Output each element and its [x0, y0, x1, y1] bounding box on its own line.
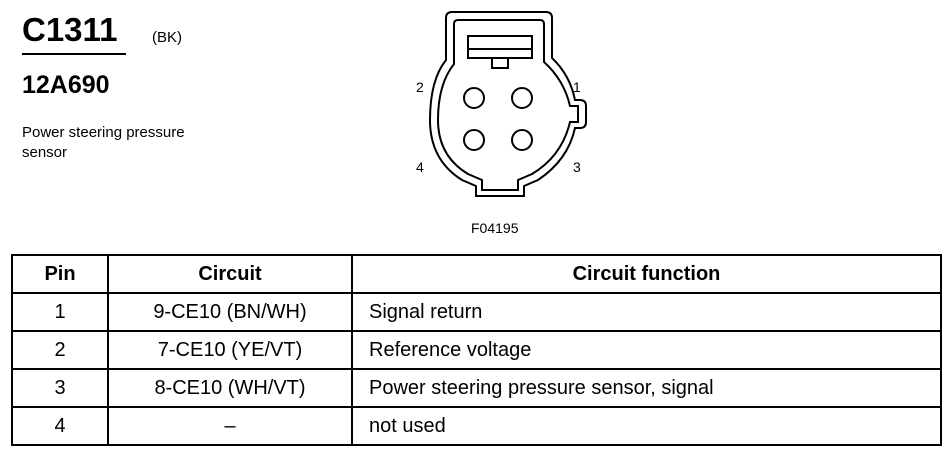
header-pin: Pin — [11, 254, 109, 294]
connector-id: C1311 — [22, 11, 118, 48]
cell-function: Signal return — [351, 292, 942, 332]
pin-label-1: 1 — [573, 79, 581, 95]
connector-color-code: (BK) — [152, 29, 182, 46]
connector-description: Power steering pressure sensor — [22, 124, 185, 161]
cell-function: Power steering pressure sensor, signal — [351, 368, 942, 408]
table-row: 1 9-CE10 (BN/WH) Signal return — [11, 292, 942, 332]
pin-label-4: 4 — [416, 159, 424, 175]
cell-function: Reference voltage — [351, 330, 942, 370]
cell-pin: 1 — [11, 292, 109, 332]
cell-circuit: 9-CE10 (BN/WH) — [107, 292, 353, 332]
table-row: 2 7-CE10 (YE/VT) Reference voltage — [11, 330, 942, 370]
connector-inner-shell — [436, 19, 579, 191]
cell-circuit: 8-CE10 (WH/VT) — [107, 368, 353, 408]
pin-cavity-3 — [511, 129, 533, 151]
table-row: 3 8-CE10 (WH/VT) Power steering pressure… — [11, 368, 942, 408]
pin-label-2: 2 — [416, 79, 424, 95]
cell-pin: 2 — [11, 330, 109, 370]
part-number: 12A690 — [22, 71, 110, 99]
pin-cavity-1 — [511, 87, 533, 109]
cell-circuit: 7-CE10 (YE/VT) — [107, 330, 353, 370]
pin-table: Pin Circuit Circuit function 1 9-CE10 (B… — [11, 254, 942, 446]
connector-face-diagram: 1 2 3 4 — [416, 11, 587, 197]
connector-outer-shell — [428, 11, 587, 197]
cell-pin: 3 — [11, 368, 109, 408]
header-circuit: Circuit — [107, 254, 353, 294]
table-row: 4 – not used — [11, 406, 942, 446]
pin-cavity-4 — [463, 129, 485, 151]
connector-id-underline — [22, 53, 126, 55]
pin-label-3: 3 — [573, 159, 581, 175]
cell-pin: 4 — [11, 406, 109, 446]
cell-function: not used — [351, 406, 942, 446]
table-header-row: Pin Circuit Circuit function — [11, 254, 942, 294]
pin-cavity-2 — [463, 87, 485, 109]
cell-circuit: – — [107, 406, 353, 446]
header-function: Circuit function — [351, 254, 942, 294]
figure-id: F04195 — [471, 220, 519, 236]
connector-latch — [467, 35, 533, 59]
